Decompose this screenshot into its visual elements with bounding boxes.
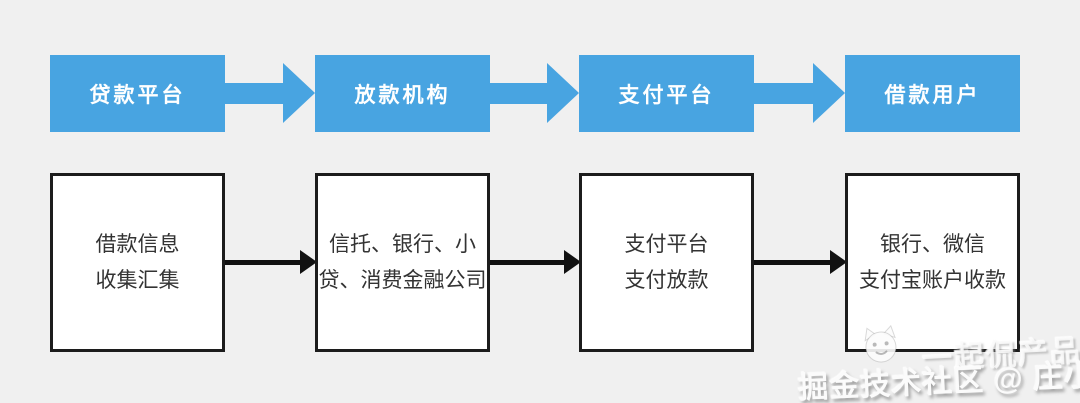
watermark-credit: 掘金技术社区 @ 庄小焱 <box>797 357 1080 403</box>
detail-node-payment-disbursement: 支付平台 支付放款 <box>579 173 754 352</box>
detail-arrow-2 <box>490 250 581 274</box>
arrow-shaft <box>225 260 303 265</box>
arrow-head-icon <box>813 63 845 123</box>
stage-label: 借款用户 <box>884 83 981 107</box>
arrow-shaft <box>754 83 814 104</box>
arrow-head-icon <box>283 63 315 123</box>
detail-node-lenders: 信托、银行、小 贷、消费金融公司 <box>315 173 490 352</box>
detail-arrow-3 <box>754 250 847 274</box>
detail-line: 信托、银行、小 <box>329 232 476 256</box>
stage-node-borrower-user: 借款用户 <box>845 55 1020 132</box>
arrow-head-icon <box>564 250 581 274</box>
detail-line: 收集汇集 <box>95 268 180 292</box>
stage-arrow-3 <box>754 55 845 132</box>
detail-line: 银行、微信 <box>880 232 985 256</box>
cat-face-icon <box>858 323 904 372</box>
stage-node-loan-platform: 贷款平台 <box>50 55 225 132</box>
arrow-shaft <box>490 260 567 265</box>
stage-node-lending-institution: 放款机构 <box>315 55 490 132</box>
detail-node-info-collection: 借款信息 收集汇集 <box>50 173 225 352</box>
detail-node-receiving-accounts: 银行、微信 支付宝账户收款 <box>845 173 1020 352</box>
stage-label: 支付平台 <box>618 83 715 107</box>
arrow-shaft <box>754 260 833 265</box>
detail-line: 贷、消费金融公司 <box>318 268 487 292</box>
stage-node-payment-platform: 支付平台 <box>579 55 754 132</box>
stage-arrow-2 <box>490 55 579 132</box>
detail-line: 支付宝账户收款 <box>859 268 1006 292</box>
arrow-head-icon <box>830 250 847 274</box>
detail-line: 支付放款 <box>624 268 709 292</box>
detail-line: 借款信息 <box>95 232 180 256</box>
detail-arrow-1 <box>225 250 317 274</box>
arrow-shaft <box>225 83 284 104</box>
stage-label: 放款机构 <box>354 83 451 107</box>
stage-label: 贷款平台 <box>89 83 186 107</box>
arrow-head-icon <box>300 250 317 274</box>
detail-line: 支付平台 <box>624 232 709 256</box>
stage-arrow-1 <box>225 55 315 132</box>
arrow-head-icon <box>547 63 579 123</box>
arrow-shaft <box>490 83 548 104</box>
